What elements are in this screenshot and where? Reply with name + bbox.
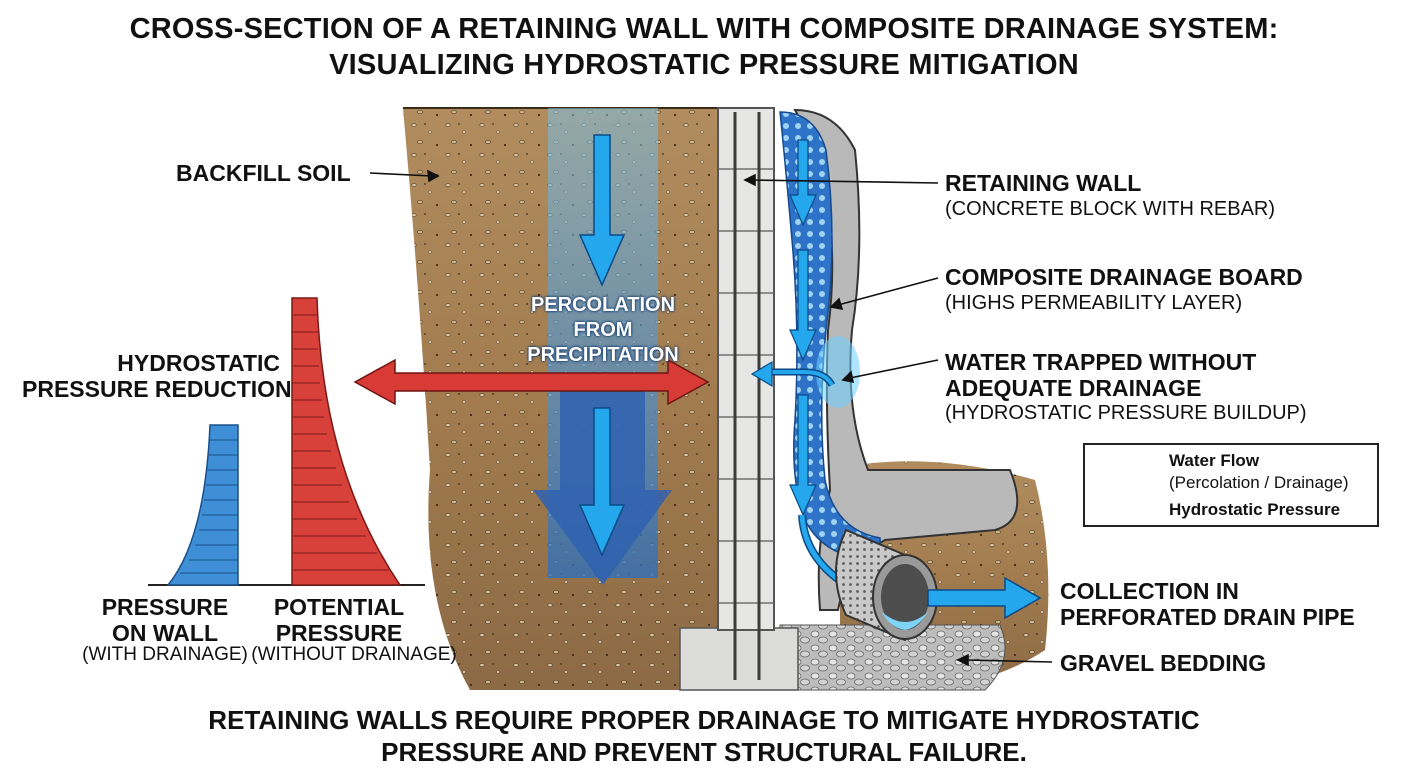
- percolation-arrow-lower: [578, 407, 626, 557]
- leader-drainage-board: [837, 277, 939, 306]
- leader-water-trapped: [849, 359, 939, 379]
- label-hydrostatic-reduction: HYDROSTATIC PRESSURE REDUCTION: [22, 350, 292, 402]
- pressure-bar-with-drainage: [166, 424, 239, 586]
- board-flow-arrow-1: [789, 139, 817, 227]
- title-line-1: CROSS-SECTION OF A RETAINING WALL WITH C…: [129, 13, 1279, 45]
- board-flow-arrow-3: [789, 394, 817, 517]
- legend: Water Flow (Percolation / Drainage) Hydr…: [1083, 443, 1379, 527]
- label-drainage-board-sub: (HIGHS PERMEABILITY LAYER): [945, 292, 1243, 314]
- gravel-bedding: [779, 624, 1006, 691]
- label-potential-pressure-sub: (WITHOUT DRAINAGE): [251, 644, 457, 665]
- title-line-2: VISUALIZING HYDROSTATIC PRESSURE MITIGAT…: [329, 49, 1079, 81]
- label-pressure-on-wall: PRESSURE ON WALL: [101, 594, 229, 646]
- leader-backfill: [369, 172, 433, 177]
- label-water-trapped: WATER TRAPPED WITHOUT ADEQUATE DRAINAGE: [945, 349, 1257, 401]
- label-drainage-board: COMPOSITE DRAINAGE BOARD: [945, 264, 1303, 290]
- label-percolation: PERCOLATION FROM PRECIPITATION: [527, 294, 679, 366]
- label-water-trapped-sub: (HYDROSTATIC PRESSURE BUILDUP): [945, 402, 1307, 424]
- label-pressure-on-wall-sub: (WITH DRAINAGE): [82, 644, 248, 665]
- label-backfill-soil: BACKFILL SOIL: [176, 160, 351, 186]
- label-retaining-wall-sub: (CONCRETE BLOCK WITH REBAR): [945, 198, 1276, 220]
- label-retaining-wall: RETAINING WALL: [945, 170, 1142, 196]
- wall-footing: [679, 627, 799, 691]
- pressure-bar-without-drainage: [291, 297, 402, 586]
- trapped-water-glow: [816, 336, 860, 408]
- board-flow-arrow-2: [789, 249, 817, 362]
- footer-line-1: RETAINING WALLS REQUIRE PROPER DRAINAGE …: [208, 705, 1200, 735]
- legend-water-flow-sub: (Percolation / Drainage): [1169, 473, 1349, 492]
- footer-line-2: PRESSURE AND PREVENT STRUCTURAL FAILURE.: [381, 737, 1027, 767]
- label-collection: COLLECTION IN PERFORATED DRAIN PIPE: [1060, 578, 1355, 630]
- percolation-arrow-upper: [578, 134, 626, 287]
- label-gravel-bedding: GRAVEL BEDDING: [1060, 650, 1267, 676]
- legend-water-flow: Water Flow: [1169, 451, 1260, 470]
- hydrostatic-pressure-arrow: [353, 358, 710, 406]
- leader-gravel: [964, 659, 1053, 663]
- legend-hydrostatic-pressure: Hydrostatic Pressure: [1169, 500, 1341, 519]
- pipe-outflow-arrow: [927, 576, 1042, 620]
- leader-retaining-wall: [751, 179, 939, 184]
- label-potential-pressure: POTENTIAL PRESSURE: [273, 594, 405, 646]
